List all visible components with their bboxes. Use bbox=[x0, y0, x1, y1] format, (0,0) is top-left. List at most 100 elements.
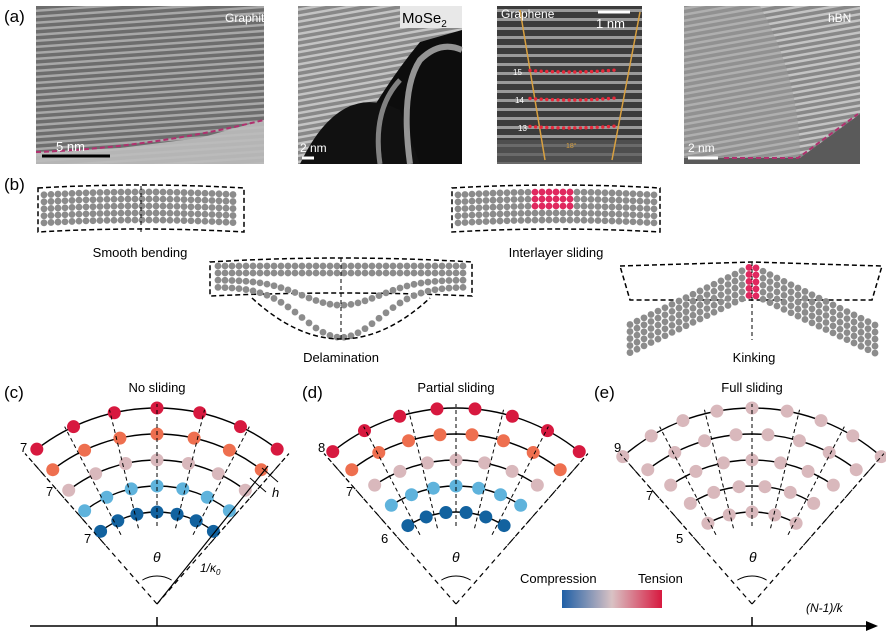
atom bbox=[270, 442, 284, 456]
atom bbox=[96, 203, 104, 210]
atom bbox=[465, 428, 479, 442]
atom bbox=[647, 339, 655, 346]
atom bbox=[368, 478, 382, 492]
atom bbox=[808, 312, 816, 320]
atom bbox=[774, 456, 788, 470]
atom bbox=[270, 269, 278, 277]
atom bbox=[215, 218, 223, 226]
atom bbox=[822, 298, 830, 305]
atom bbox=[538, 188, 546, 196]
atom bbox=[864, 325, 872, 333]
atom bbox=[187, 203, 195, 211]
atom bbox=[524, 209, 532, 217]
atom bbox=[608, 217, 616, 225]
atom bbox=[454, 191, 462, 199]
atom bbox=[200, 490, 214, 504]
atom bbox=[40, 219, 48, 227]
atom bbox=[626, 328, 634, 335]
atom bbox=[173, 216, 181, 224]
atom bbox=[766, 292, 774, 300]
atom bbox=[166, 202, 174, 210]
atom bbox=[468, 218, 476, 226]
atom bbox=[822, 312, 830, 319]
atom bbox=[410, 269, 418, 277]
atom bbox=[629, 211, 637, 219]
atom bbox=[843, 315, 851, 322]
bottom-axis bbox=[30, 617, 878, 631]
atom bbox=[524, 202, 532, 210]
atom bbox=[221, 276, 229, 284]
atom bbox=[801, 464, 815, 478]
atom bbox=[152, 195, 160, 203]
atom bbox=[393, 464, 407, 478]
atom bbox=[787, 295, 795, 303]
atom bbox=[738, 295, 746, 303]
spoke bbox=[770, 409, 801, 529]
atom bbox=[298, 314, 306, 321]
atom bbox=[298, 269, 306, 277]
atom bbox=[510, 210, 518, 217]
atom bbox=[438, 285, 446, 293]
layer-dot bbox=[606, 124, 611, 129]
atom bbox=[61, 218, 69, 226]
atom bbox=[738, 274, 746, 282]
atom bbox=[242, 277, 250, 285]
atom bbox=[68, 211, 76, 218]
atom bbox=[689, 464, 703, 478]
atom bbox=[461, 212, 469, 219]
atom bbox=[629, 218, 637, 226]
atom bbox=[517, 195, 525, 203]
panel-b-letter: (b) bbox=[4, 175, 25, 194]
atom bbox=[482, 218, 490, 225]
atom bbox=[454, 198, 462, 206]
atom bbox=[622, 204, 630, 211]
atom bbox=[235, 269, 243, 277]
atom bbox=[270, 262, 278, 270]
atom bbox=[668, 308, 676, 315]
atom bbox=[724, 288, 732, 295]
atom bbox=[312, 297, 320, 304]
atom bbox=[553, 463, 567, 477]
atom bbox=[82, 196, 90, 204]
atom bbox=[552, 188, 560, 196]
atom bbox=[305, 294, 313, 302]
atom bbox=[633, 345, 641, 353]
layer-dot bbox=[545, 97, 549, 102]
panel-a-letter: (a) bbox=[4, 7, 25, 26]
atom bbox=[357, 424, 371, 438]
atom bbox=[333, 269, 341, 277]
atom bbox=[215, 197, 223, 205]
atom bbox=[538, 209, 546, 217]
layer-dot bbox=[545, 69, 549, 74]
atom bbox=[808, 298, 816, 306]
atom bbox=[489, 196, 497, 204]
atom bbox=[159, 202, 167, 210]
atom bbox=[419, 510, 433, 524]
atom bbox=[298, 262, 306, 270]
atom bbox=[201, 189, 209, 197]
theta-arc bbox=[142, 575, 172, 581]
layer-dot bbox=[601, 125, 605, 129]
atom bbox=[131, 202, 139, 210]
atom bbox=[479, 510, 493, 524]
theta-label: θ bbox=[749, 549, 757, 565]
atom bbox=[61, 197, 69, 205]
atom bbox=[654, 328, 662, 336]
atom bbox=[724, 295, 732, 302]
atom bbox=[514, 498, 528, 512]
atom bbox=[707, 485, 721, 499]
atom bbox=[405, 488, 419, 502]
atom bbox=[375, 269, 383, 277]
atom bbox=[145, 202, 153, 210]
atom bbox=[61, 211, 69, 219]
atom bbox=[277, 269, 285, 277]
row-count: 7 bbox=[46, 484, 53, 499]
atom bbox=[745, 292, 753, 299]
atom bbox=[180, 210, 188, 217]
atom bbox=[745, 278, 753, 285]
schematic-caption: Interlayer sliding bbox=[509, 245, 604, 260]
atom bbox=[75, 189, 83, 197]
atom bbox=[431, 262, 439, 270]
scale-bar-label: 1 nm bbox=[596, 16, 625, 31]
atom bbox=[180, 196, 188, 203]
